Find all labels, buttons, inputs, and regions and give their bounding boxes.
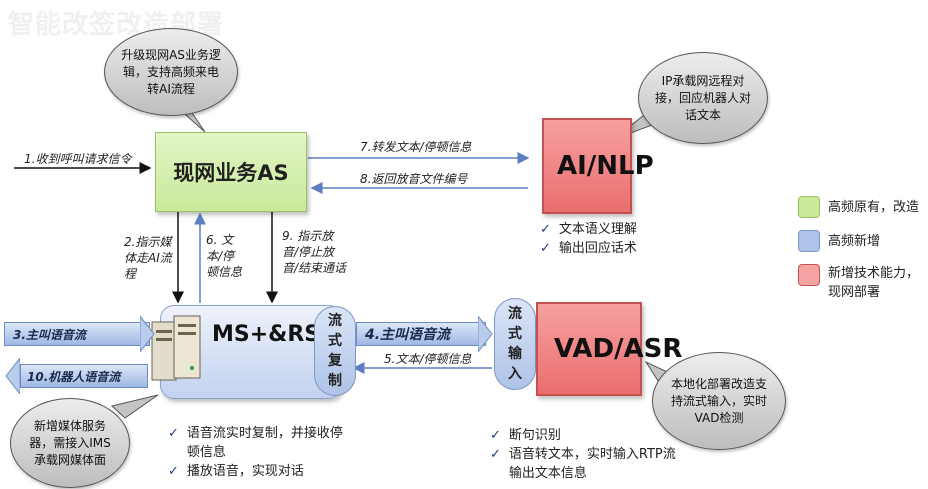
arrow-step-4: 4.主叫语音流 bbox=[356, 322, 486, 346]
bubble-media-server-text: 新增媒体服务器，需接入IMS承载网媒体面 bbox=[29, 418, 111, 467]
bubble-ai-remote-text: IP承载网远程对接，回应机器人对话文本 bbox=[655, 73, 752, 122]
legend-label: 新增技术能力，现网部署 bbox=[828, 266, 920, 300]
bubble-vad-local: 本地化部署改造支持流式输入，实时VAD检测 bbox=[652, 352, 786, 450]
arrow-step-3: 3.主叫语音流 bbox=[4, 322, 150, 346]
node-ai-nlp-label: AI/NLP bbox=[557, 151, 654, 181]
bubble-media-server: 新增媒体服务器，需接入IMS承载网媒体面 bbox=[10, 398, 130, 488]
feature-list-asr: ✓ 断句识别 ✓ 语音转文本，实时输入RTP流输出文本信息 bbox=[490, 426, 686, 483]
feature-ai-item: ✓ 文本语义理解 bbox=[540, 220, 637, 239]
feature-asr-item: ✓ 断句识别 bbox=[490, 426, 686, 445]
step-2-label: 2.指示媒体走AI流程 bbox=[124, 235, 172, 281]
check-icon: ✓ bbox=[490, 447, 501, 462]
step-1-label: 1.收到呼叫请求信令 bbox=[24, 152, 132, 166]
check-icon: ✓ bbox=[168, 426, 179, 441]
check-icon: ✓ bbox=[168, 464, 179, 479]
bubble-vad-local-text: 本地化部署改造支持流式输入，实时VAD检测 bbox=[670, 376, 767, 425]
feature-ms-item: ✓ 播放语音，实现对话 bbox=[168, 462, 354, 481]
feature-asr-text: 断句识别 bbox=[508, 428, 561, 443]
node-stream-copy: 流式复制 bbox=[314, 306, 356, 396]
arrow-step-10-head bbox=[5, 358, 20, 394]
step-3-label: 3.主叫语音流 bbox=[13, 327, 86, 342]
step-5-label: 5.文本/停顿信息 bbox=[384, 352, 472, 366]
feature-list-ms: ✓ 语音流实时复制，并接收停顿信息 ✓ 播放语音，实现对话 bbox=[168, 424, 354, 481]
step-10-label: 10.机器人语音流 bbox=[27, 369, 121, 384]
legend-item-new: 高频新增 bbox=[798, 230, 926, 252]
bubble-ai-remote: IP承载网远程对接，回应机器人对话文本 bbox=[638, 52, 768, 144]
feature-ms-text: 语音流实时复制，并接收停顿信息 bbox=[186, 426, 343, 460]
legend-item-existing: 高频原有，改造 bbox=[798, 196, 926, 218]
node-ms-label: MS+&RS bbox=[212, 322, 321, 347]
bubble-tail-ms bbox=[110, 394, 159, 419]
node-as: 现网业务AS bbox=[155, 132, 307, 212]
step-8-label: 8.返回放音文件编号 bbox=[360, 172, 468, 186]
arrow-step-4-head bbox=[478, 316, 493, 352]
feature-ms-item: ✓ 语音流实时复制，并接收停顿信息 bbox=[168, 424, 354, 462]
bubble-as-upgrade-text: 升级现网AS业务逻辑，支持高频来电转AI流程 bbox=[121, 47, 221, 96]
feature-list-ai: ✓ 文本语义理解 ✓ 输出回应话术 bbox=[540, 220, 637, 258]
legend-item-tech: 新增技术能力，现网部署 bbox=[798, 264, 926, 302]
feature-ai-text: 输出回应话术 bbox=[558, 241, 637, 256]
node-vad-asr-label: VAD/ASR bbox=[554, 334, 683, 364]
node-ai-nlp: AI/NLP bbox=[542, 118, 654, 214]
legend-swatch-blue bbox=[798, 230, 820, 252]
legend-swatch-green bbox=[798, 196, 820, 218]
feature-ms-text: 播放语音，实现对话 bbox=[186, 464, 304, 479]
arrow-step-3-head bbox=[140, 316, 155, 352]
legend-label: 高频新增 bbox=[828, 233, 881, 249]
legend: 高频原有，改造 高频新增 新增技术能力，现网部署 bbox=[798, 196, 926, 302]
check-icon: ✓ bbox=[540, 241, 551, 256]
node-vad-asr: VAD/ASR bbox=[536, 302, 683, 396]
node-stream-input: 流式输入 bbox=[494, 298, 536, 390]
step-6-label: 6. 文本/停顿信息 bbox=[206, 233, 243, 279]
feature-asr-item: ✓ 语音转文本，实时输入RTP流输出文本信息 bbox=[490, 445, 686, 483]
node-stream-copy-label: 流式复制 bbox=[328, 313, 342, 389]
step-9-label: 9. 指示放音/停止放音/结束通话 bbox=[282, 229, 347, 275]
check-icon: ✓ bbox=[540, 222, 551, 237]
legend-label: 高频原有，改造 bbox=[828, 199, 920, 215]
node-stream-input-label: 流式输入 bbox=[508, 306, 522, 382]
check-icon: ✓ bbox=[490, 428, 501, 443]
arrow-step-10: 10.机器人语音流 bbox=[20, 364, 148, 388]
legend-swatch-red bbox=[798, 264, 820, 286]
feature-asr-text: 语音转文本，实时输入RTP流输出文本信息 bbox=[508, 447, 676, 481]
bubble-as-upgrade: 升级现网AS业务逻辑，支持高频来电转AI流程 bbox=[104, 28, 238, 116]
step-7-label: 7.转发文本/停顿信息 bbox=[360, 140, 472, 154]
step-4-label: 4.主叫语音流 bbox=[365, 327, 451, 343]
feature-ai-text: 文本语义理解 bbox=[558, 222, 637, 237]
feature-ai-item: ✓ 输出回应话术 bbox=[540, 239, 637, 258]
server-icon bbox=[151, 315, 201, 381]
node-as-label: 现网业务AS bbox=[173, 161, 289, 185]
